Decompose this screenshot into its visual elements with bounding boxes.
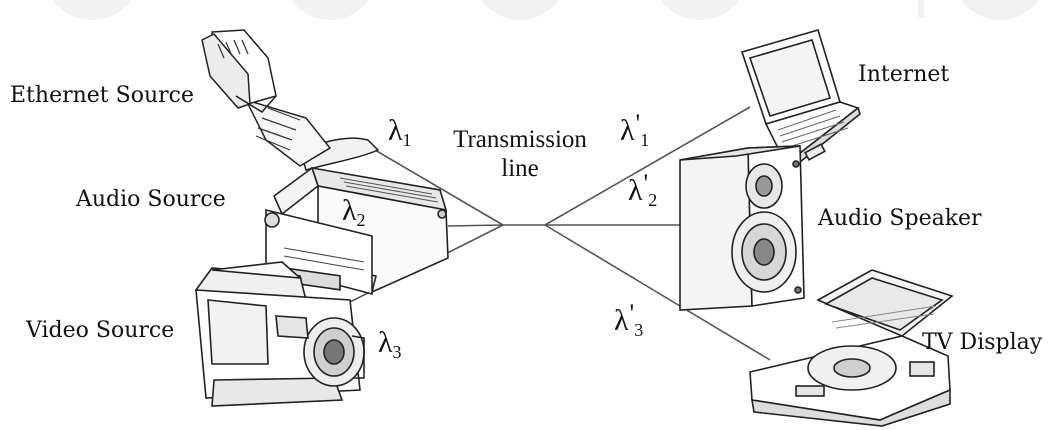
car-radio-icon bbox=[264, 166, 449, 296]
transmission-line-label: Transmission line bbox=[440, 126, 600, 184]
wavelength-subscript: 3 bbox=[634, 320, 644, 340]
wavelength-subscript: 1 bbox=[402, 130, 412, 150]
wavelength-prime: ' bbox=[629, 299, 635, 328]
wavelength-prime: ' bbox=[635, 109, 641, 138]
wavelength-subscript: 1 bbox=[640, 130, 650, 150]
wavelength-symbol: λ bbox=[620, 114, 635, 147]
line-tv-display bbox=[544, 224, 771, 361]
wavelength-symbol: λ bbox=[614, 304, 629, 337]
wavelength-in-1: λ1 bbox=[388, 114, 412, 150]
ethernet-connector-icon bbox=[201, 29, 380, 171]
transmission-line-text-2: line bbox=[501, 154, 539, 182]
label-video-source: Video Source bbox=[26, 318, 175, 343]
wavelength-subscript: 2 bbox=[356, 210, 366, 230]
wavelength-in-2: λ2 bbox=[342, 194, 366, 230]
line-ethernet bbox=[374, 149, 504, 226]
label-audio-source: Audio Source bbox=[76, 187, 226, 212]
speaker-icon bbox=[679, 145, 805, 311]
wavelength-subscript: 2 bbox=[648, 190, 658, 210]
transmission-line-text-1: Transmission bbox=[453, 126, 587, 153]
watermark-shapes bbox=[53, 0, 1039, 20]
label-ethernet-source: Ethernet Source bbox=[10, 83, 194, 108]
wavelength-out-2: λ'2 bbox=[628, 171, 658, 210]
wavelength-symbol: λ bbox=[378, 326, 393, 359]
wavelength-symbol: λ bbox=[388, 114, 403, 147]
label-internet: Internet bbox=[858, 62, 950, 87]
line-internet bbox=[544, 106, 751, 226]
wavelength-symbol: λ bbox=[342, 194, 357, 227]
label-tv-display: TV Display bbox=[922, 330, 1043, 355]
wavelength-out-3: λ'3 bbox=[614, 301, 644, 340]
wavelength-subscript: 3 bbox=[392, 342, 402, 362]
camcorder-icon bbox=[194, 261, 365, 407]
wavelength-prime: ' bbox=[643, 169, 649, 198]
wavelength-out-1: λ'1 bbox=[620, 111, 650, 150]
line-audio-source bbox=[447, 224, 504, 227]
label-audio-speaker: Audio Speaker bbox=[818, 206, 982, 231]
portable-dvd-player-icon bbox=[749, 269, 954, 427]
wavelength-in-3: λ3 bbox=[378, 326, 402, 362]
wavelength-symbol: λ bbox=[628, 174, 643, 207]
